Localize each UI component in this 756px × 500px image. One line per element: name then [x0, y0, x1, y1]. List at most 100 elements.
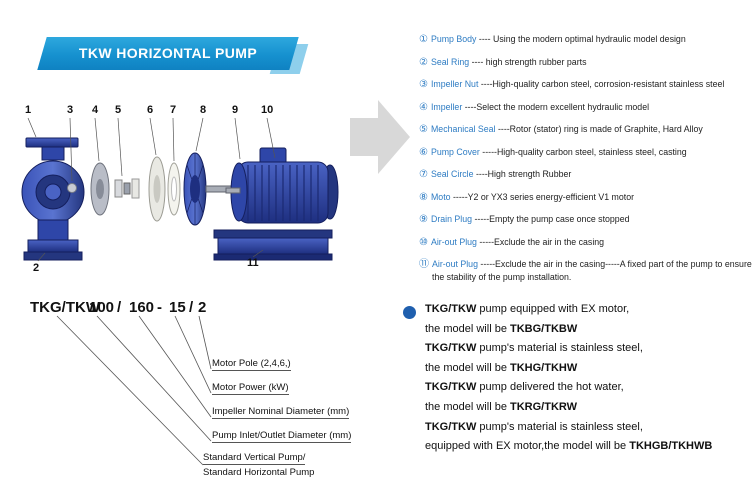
bearing-cover-shape — [183, 152, 207, 226]
impeller-shape — [90, 162, 110, 216]
part-number-5: 5 — [115, 104, 122, 116]
part-desc: ----Rotor (stator) ring is made of Graph… — [495, 124, 703, 134]
part-name: Mechanical Seal — [430, 124, 496, 134]
pump-base-shape — [213, 229, 333, 261]
part-number-badge: ⑥ — [419, 146, 428, 158]
model-code-slash: / — [117, 299, 122, 316]
part-number-10: 10 — [261, 104, 274, 116]
model-variant-notes: TKG/TKW pump equipped with EX motor, the… — [403, 300, 753, 457]
label-inlet-outlet-diameter-text: Pump Inlet/Outlet Diameter (mm) — [212, 430, 352, 443]
part-number-badge: ⑩ — [419, 236, 428, 248]
model-code-power: 15 — [169, 299, 186, 316]
model-code-slash: / — [189, 299, 194, 316]
part-number-7: 7 — [170, 104, 177, 116]
part-name: Seal Ring — [430, 56, 470, 67]
part-number-6: 6 — [147, 104, 154, 116]
note-text: the model will be — [425, 322, 510, 335]
note-series-bold: TKG/TKW — [425, 420, 477, 433]
label-impeller-diameter: Impeller Nominal Diameter (mm) — [212, 406, 350, 419]
note-line: equipped with EX motor,the model will be… — [425, 437, 753, 457]
label-motor-power: Motor Power (kW) — [212, 382, 289, 395]
note-line: the model will be TKBG/TKBW — [425, 320, 753, 340]
label-pump-type: Standard Vertical Pump/ Standard Horizon… — [203, 452, 314, 478]
note-series-bold: TKG/TKW — [425, 381, 477, 394]
part-number-badge: ⑪ — [419, 259, 429, 270]
part-number-2: 2 — [33, 262, 40, 274]
pump-cover-disc-shape — [148, 156, 166, 222]
model-code-connector-lines — [56, 315, 212, 466]
part-name: Pump Body — [430, 34, 477, 44]
note-text: equipped with EX motor,the model will be — [425, 440, 630, 453]
note-line: TKG/TKW pump equipped with EX motor, — [425, 300, 753, 320]
bullet-icon — [403, 306, 416, 319]
label-pump-type-line1: Standard Vertical Pump/ — [203, 452, 306, 465]
note-line: TKG/TKW pump's material is stainless ste… — [425, 339, 753, 359]
label-motor-pole: Motor Pole (2,4,6,) — [212, 358, 291, 371]
leader-lines — [27, 117, 276, 262]
note-text: pump equipped with EX motor, — [476, 303, 630, 315]
label-impeller-diameter-text: Impeller Nominal Diameter (mm) — [212, 406, 350, 419]
motor-shape — [225, 147, 339, 224]
pump-body-shape — [21, 137, 85, 261]
part-desc: -----Empty the pump case once stopped — [472, 214, 630, 224]
note-text: pump delivered the hot water, — [476, 381, 624, 394]
part-desc: -----Exclude the air in the casing-----A… — [432, 259, 752, 282]
part-desc: ---- Using the modern optimal hydraulic … — [476, 34, 686, 44]
page-title: TKW HORIZONTAL PUMP — [78, 45, 258, 61]
mechanical-seal-shape — [114, 178, 140, 199]
model-code-series: TKG/TKW — [30, 299, 100, 316]
part-number-badge: ⑤ — [419, 124, 428, 135]
page-title-banner: TKW HORIZONTAL PUMP — [37, 37, 309, 74]
note-lines: TKG/TKW pump equipped with EX motor, the… — [425, 300, 753, 457]
part-number-badge: ⑨ — [419, 214, 428, 225]
part-desc: -----High-quality carbon steel, stainles… — [479, 146, 687, 157]
note-text: pump's material is stainless steel, — [476, 420, 643, 433]
part-name: Seal Circle — [430, 169, 474, 179]
arrow-right-icon — [350, 100, 410, 174]
part-name: Drain Plug — [430, 214, 473, 224]
part-number-1: 1 — [25, 104, 32, 116]
note-model-bold: TKRG/TKRW — [510, 400, 578, 413]
note-model-bold: TKBG/TKBW — [510, 322, 578, 335]
part-number-badge: ② — [419, 56, 428, 68]
part-number-badge: ⑦ — [419, 169, 428, 180]
part-number-badge: ① — [419, 34, 428, 45]
part-desc: ---- high strength rubber parts — [469, 56, 587, 67]
note-line: the model will be TKHG/TKHW — [425, 359, 753, 379]
part-number-11: 11 — [247, 257, 259, 269]
label-motor-power-text: Motor Power (kW) — [212, 382, 289, 395]
note-line: TKG/TKW pump delivered the hot water, — [425, 378, 753, 398]
pump-exploded-diagram — [21, 117, 339, 262]
model-code-pole: 2 — [198, 299, 207, 316]
note-series-bold: TKG/TKW — [425, 342, 477, 355]
note-text: the model will be — [425, 400, 510, 413]
part-name: Air-out Plug — [432, 259, 478, 269]
part-number-4: 4 — [92, 104, 99, 116]
impeller-nut-shape — [67, 183, 77, 193]
part-name: Moto — [430, 191, 451, 202]
note-line: the model will be TKRG/TKRW — [425, 398, 753, 418]
model-code-inlet: 100 — [89, 299, 115, 316]
note-text: pump's material is stainless steel, — [476, 342, 643, 355]
part-desc: -----Y2 or YX3 series energy-efficient V… — [450, 191, 635, 202]
model-code-dash: - — [157, 299, 162, 316]
label-motor-pole-text: Motor Pole (2,4,6,) — [212, 358, 291, 371]
part-desc: ----Select the modern excellent hydrauli… — [462, 101, 650, 112]
part-name: Pump Cover — [430, 146, 480, 157]
part-name: Air-out Plug — [430, 236, 477, 247]
part-name: Impeller Nut — [430, 79, 479, 89]
label-inlet-outlet-diameter: Pump Inlet/Outlet Diameter (mm) — [212, 430, 352, 443]
part-number-8: 8 — [200, 104, 207, 116]
